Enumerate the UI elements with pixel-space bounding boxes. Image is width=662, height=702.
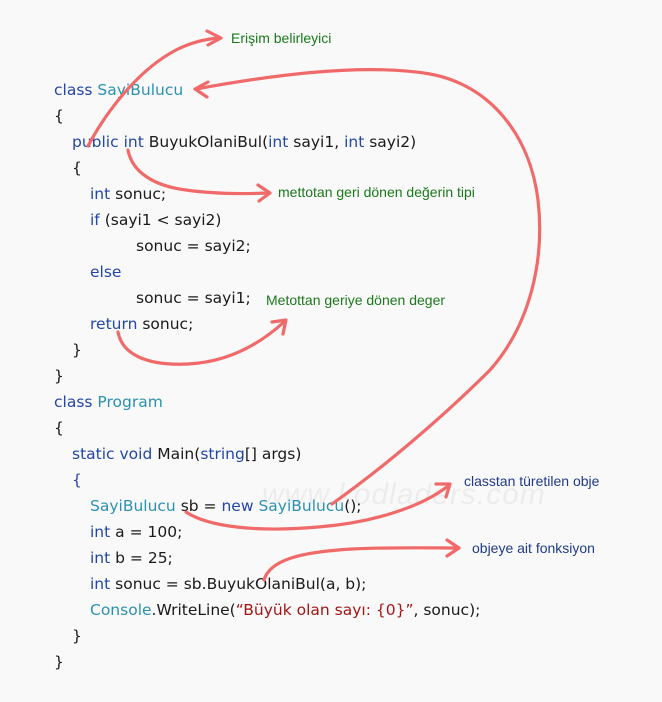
code-line-14: { bbox=[54, 419, 64, 437]
code-text: sonuc; bbox=[115, 185, 167, 203]
keyword: public bbox=[72, 133, 119, 151]
code-line-13: class Program bbox=[54, 392, 163, 412]
parameter: sayi2) bbox=[369, 133, 417, 151]
code-text: (sayi1 < sayi2) bbox=[104, 211, 222, 229]
code-line-4: { bbox=[72, 159, 82, 177]
code-line-15: static void Main(string[] args) bbox=[72, 444, 301, 464]
arrowhead-return-value bbox=[270, 318, 288, 336]
keyword: int bbox=[90, 549, 111, 567]
note-object-function: objeye ait fonksiyon bbox=[472, 540, 595, 556]
keyword: return bbox=[90, 315, 138, 333]
note-access-modifier: Erişim belirleyici bbox=[231, 30, 332, 46]
note-class-object: classtan türetilen obje bbox=[464, 473, 600, 489]
arrow-return-type bbox=[126, 148, 270, 196]
brace: { bbox=[72, 471, 82, 489]
code-line-10: return sonuc; bbox=[90, 314, 193, 334]
code-text: a = 100; bbox=[115, 523, 183, 541]
keyword: else bbox=[90, 263, 122, 281]
code-line-1: class SayiBulucu bbox=[54, 80, 183, 100]
code-text: [] args) bbox=[244, 445, 302, 463]
arrowhead-access-modifier bbox=[205, 29, 223, 47]
keyword: int bbox=[90, 575, 111, 593]
arrow-class-object bbox=[184, 484, 450, 531]
watermark: www.kodladers.com bbox=[262, 478, 546, 511]
code-text: .WriteLine( bbox=[151, 601, 236, 619]
keyword: string bbox=[200, 445, 245, 463]
method-name: Main( bbox=[157, 445, 201, 463]
type-name: SayiBulucu bbox=[90, 497, 176, 515]
code-text: sonuc; bbox=[142, 315, 194, 333]
code-line-20: int sonuc = sb.BuyukOlaniBul(a, b); bbox=[90, 574, 366, 594]
keyword: void bbox=[119, 445, 153, 463]
arrow-return-value bbox=[116, 320, 286, 366]
code-text: , sonuc); bbox=[413, 601, 481, 619]
code-line-17: SayiBulucu sb = new SayiBulucu(); bbox=[90, 496, 362, 516]
code-line-7: sonuc = sayi2; bbox=[136, 237, 251, 255]
string-literal: “Büyük olan sayı: {0}” bbox=[235, 601, 414, 619]
note-return-value: Metottan geriye dönen deger bbox=[266, 292, 446, 308]
code-line-9: sonuc = sayi1; bbox=[136, 289, 251, 307]
code-text: sb = bbox=[180, 497, 217, 515]
keyword: int bbox=[90, 185, 111, 203]
code-text: sonuc = sb.BuyukOlaniBul(a, b); bbox=[115, 575, 367, 593]
parameter: sayi1, bbox=[293, 133, 340, 151]
keyword: if bbox=[90, 211, 100, 229]
keyword: int bbox=[344, 133, 365, 151]
code-text: b = 25; bbox=[115, 549, 173, 567]
code-line-12: } bbox=[54, 367, 64, 385]
keyword: new bbox=[221, 497, 254, 515]
arrow-access-modifier bbox=[86, 36, 221, 148]
code-line-2: { bbox=[54, 107, 64, 125]
code-line-19: int b = 25; bbox=[90, 548, 173, 568]
arrow-object-function bbox=[262, 546, 460, 582]
keyword: class bbox=[54, 393, 93, 411]
code-line-21: Console.WriteLine(“Büyük olan sayı: {0}”… bbox=[90, 600, 480, 620]
arrowhead-object-function bbox=[445, 538, 461, 558]
code-line-11: } bbox=[72, 341, 82, 359]
arrowhead-class-object bbox=[434, 482, 452, 499]
method-name: BuyukOlaniBul( bbox=[148, 133, 269, 151]
arrowhead-instantiation bbox=[193, 80, 210, 99]
keyword: int bbox=[123, 133, 144, 151]
code-line-3: public int BuyukOlaniBul(int sayi1, int … bbox=[72, 132, 416, 152]
note-return-type: mettotan geri dönen değerin tipi bbox=[278, 184, 475, 200]
keyword: int bbox=[90, 523, 111, 541]
code-line-8: else bbox=[90, 262, 121, 282]
code-line-16: { bbox=[72, 470, 82, 490]
arrow-instantiation bbox=[194, 67, 542, 506]
code-line-6: if (sayi1 < sayi2) bbox=[90, 210, 221, 230]
arrowhead-return-type bbox=[256, 183, 272, 203]
code-line-18: int a = 100; bbox=[90, 522, 182, 542]
type-name: SayiBulucu bbox=[97, 81, 184, 99]
keyword: int bbox=[268, 133, 289, 151]
code-line-22: } bbox=[72, 627, 82, 645]
code-line-23: } bbox=[54, 653, 64, 671]
code-line-5: int sonuc; bbox=[90, 184, 166, 204]
type-name: SayiBulucu bbox=[258, 497, 345, 515]
code-text: (); bbox=[344, 497, 362, 515]
type-name: Console bbox=[90, 601, 152, 619]
type-name: Program bbox=[97, 393, 163, 411]
keyword: class bbox=[54, 81, 93, 99]
keyword: static bbox=[72, 445, 115, 463]
